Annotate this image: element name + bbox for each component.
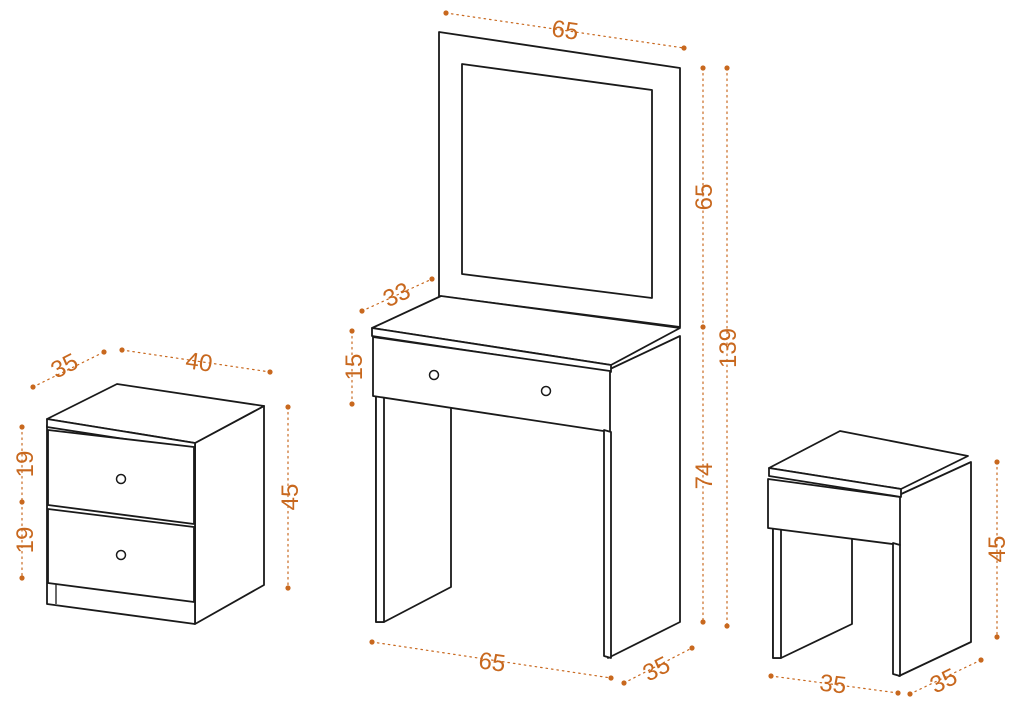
dim-label-nightstand-depth: 35 xyxy=(47,348,83,384)
vanity-knob-left xyxy=(428,369,440,381)
dim-dot xyxy=(768,673,774,679)
vanity-right-leg xyxy=(607,335,681,659)
dim-dot xyxy=(895,690,901,696)
dim-line-vanity-base-depth xyxy=(623,647,693,684)
stool-left-leg-front xyxy=(772,527,782,659)
dim-label-nightstand-drawer-bottom: 19 xyxy=(12,527,39,554)
dim-line-vanity-base-width xyxy=(371,641,612,679)
dim-dot xyxy=(429,276,435,282)
dim-label-stool-height: 45 xyxy=(984,536,1011,563)
dim-dot xyxy=(349,328,355,334)
stool-seat-edge xyxy=(768,467,902,498)
dim-dot xyxy=(19,424,25,430)
stool-right-leg xyxy=(898,461,972,677)
dim-line-stool-depth xyxy=(909,659,982,695)
dim-dot xyxy=(724,623,730,629)
dim-dot xyxy=(101,349,107,355)
nightstand xyxy=(46,383,265,625)
dim-dot xyxy=(19,575,25,581)
dim-dot xyxy=(978,657,984,663)
dim-line-nightstand-depth xyxy=(32,351,105,388)
dim-label-vanity-mirror-width: 65 xyxy=(550,15,580,45)
dim-line-vanity-mirror-width xyxy=(445,12,685,49)
vanity-knob-right xyxy=(540,385,552,397)
dim-dot xyxy=(369,639,375,645)
nightstand-knob-top xyxy=(115,473,127,485)
dim-dot xyxy=(907,691,913,697)
vanity-right-leg-front xyxy=(603,429,612,659)
dim-dot xyxy=(689,645,695,651)
vanity-table xyxy=(371,31,681,659)
dim-dot xyxy=(608,675,614,681)
dim-dot xyxy=(30,384,36,390)
nightstand-side-panel xyxy=(194,405,265,625)
dim-label-vanity-mirror-height: 65 xyxy=(691,184,718,211)
dim-label-vanity-table-height: 74 xyxy=(691,463,718,490)
stool xyxy=(767,430,972,677)
dim-dot xyxy=(700,619,706,625)
dim-dot xyxy=(359,308,365,314)
dim-label-stool-depth: 35 xyxy=(926,663,962,699)
dim-dot xyxy=(349,401,355,407)
dim-dot xyxy=(621,680,627,686)
dim-dot xyxy=(994,459,1000,465)
dim-label-nightstand-drawer-top: 19 xyxy=(12,451,39,478)
nightstand-knob-bottom xyxy=(115,549,127,561)
stool-right-leg-front xyxy=(892,542,901,677)
dim-dot xyxy=(285,585,291,591)
stool-left-leg xyxy=(772,527,853,659)
dim-label-nightstand-height: 45 xyxy=(277,484,304,511)
vanity-top-edge xyxy=(371,327,612,373)
dim-label-vanity-total-height: 139 xyxy=(715,328,742,368)
vanity-left-leg-front xyxy=(375,395,385,623)
dim-dot xyxy=(681,45,687,51)
dim-dot xyxy=(994,634,1000,640)
dim-dot xyxy=(119,347,125,353)
vanity-left-leg xyxy=(375,395,452,623)
dim-label-vanity-base-depth: 35 xyxy=(639,651,675,687)
dim-dot xyxy=(267,369,273,375)
dim-dot xyxy=(443,10,449,16)
dim-dot xyxy=(700,65,706,71)
dim-line-vanity-top-depth xyxy=(361,278,433,312)
dim-label-vanity-top-depth: 33 xyxy=(379,277,415,313)
vanity-mirror-glass xyxy=(461,63,653,299)
dim-label-vanity-drawer-height: 15 xyxy=(341,354,368,381)
dim-label-nightstand-width: 40 xyxy=(184,347,214,377)
dim-label-vanity-base-width: 65 xyxy=(477,647,507,677)
dim-dot xyxy=(724,65,730,71)
dim-label-stool-width: 35 xyxy=(818,670,848,700)
dim-dot xyxy=(285,404,291,410)
